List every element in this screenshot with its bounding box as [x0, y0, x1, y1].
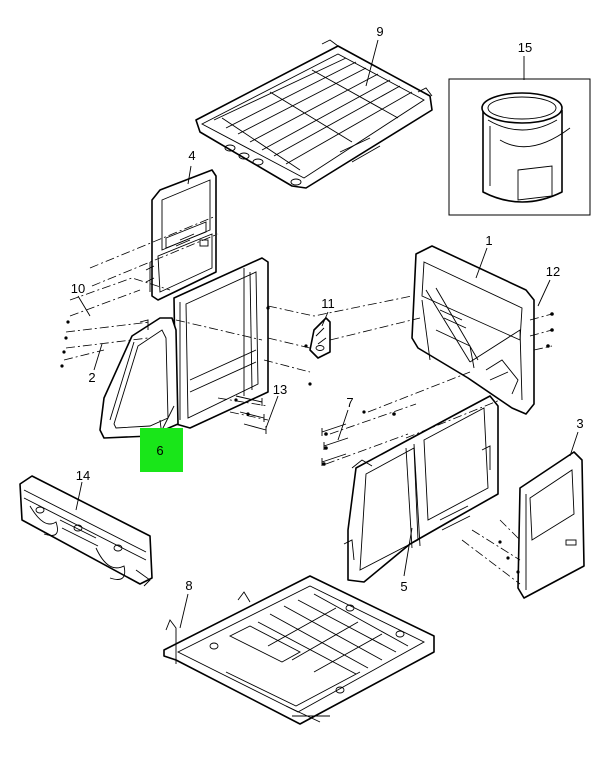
- highlight-box-callout-6[interactable]: [140, 428, 183, 472]
- callout-2[interactable]: 2: [88, 370, 95, 385]
- bracket-part-11: [309, 317, 331, 359]
- callout-12[interactable]: 12: [546, 264, 560, 279]
- paint-can-part-15: [448, 78, 591, 216]
- callout-3[interactable]: 3: [576, 416, 583, 431]
- callout-15[interactable]: 15: [518, 40, 532, 55]
- callout-14[interactable]: 14: [76, 468, 90, 483]
- callout-labels: 1 2 3 4 5 7 8 9 10 11 12 13 14 15: [71, 24, 584, 594]
- callout-leaders: [75, 39, 579, 629]
- callout-11[interactable]: 11: [321, 296, 335, 311]
- callout-1[interactable]: 1: [485, 233, 492, 248]
- fastener-dots: [60, 306, 554, 574]
- assembly-lines: [63, 215, 553, 585]
- side-frame-part-6: [99, 317, 179, 439]
- callout-9[interactable]: 9: [376, 24, 383, 39]
- callout-7[interactable]: 7: [346, 395, 353, 410]
- floor-pan-part-8: [163, 575, 435, 725]
- door-opening-frame: [173, 257, 269, 429]
- door-skin-part-3: [517, 451, 585, 599]
- callout-8[interactable]: 8: [185, 578, 192, 593]
- screws-part-7: [321, 423, 349, 466]
- callout-4[interactable]: 4: [188, 148, 195, 163]
- callout-13[interactable]: 13: [273, 382, 287, 397]
- door-frame-part-5: [343, 395, 499, 583]
- crossmember-part-14: [19, 475, 153, 587]
- back-panel-part-1: [411, 245, 535, 415]
- callout-5[interactable]: 5: [400, 579, 407, 594]
- callout-6[interactable]: 6: [156, 443, 163, 458]
- roof-panel-part-9: [195, 39, 433, 189]
- callout-10[interactable]: 10: [71, 281, 85, 296]
- door-frame-part-4: [145, 169, 217, 301]
